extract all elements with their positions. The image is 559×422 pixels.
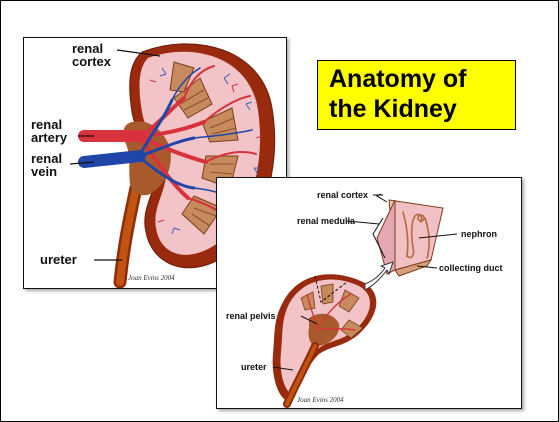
nephron-diagram-panel: renal cortex renal medulla nephron colle… bbox=[216, 177, 522, 409]
title-box: Anatomy of the Kidney bbox=[317, 60, 516, 130]
label-b-collecting-duct: collecting duct bbox=[439, 263, 503, 273]
label-renal-cortex: renal cortex bbox=[72, 42, 111, 68]
label-renal-artery: renal artery bbox=[31, 118, 67, 144]
label-renal-vein-line2: vein bbox=[31, 165, 62, 178]
label-b-nephron: nephron bbox=[461, 229, 497, 239]
label-renal-artery-line2: artery bbox=[31, 131, 67, 144]
title-line-1: Anatomy of bbox=[329, 64, 515, 94]
label-renal-cortex-line2: cortex bbox=[72, 55, 111, 68]
artist-signature: Joan Evins 2004 bbox=[128, 274, 175, 282]
nephron-illustration bbox=[217, 178, 521, 408]
label-renal-vein: renal vein bbox=[31, 152, 62, 178]
label-ureter: ureter bbox=[40, 253, 77, 266]
artist-signature-b: Joan Evins 2004 bbox=[297, 396, 344, 404]
label-b-renal-pelvis: renal pelvis bbox=[226, 311, 276, 321]
label-b-renal-medulla: renal medulla bbox=[297, 216, 355, 226]
label-b-renal-cortex: renal cortex bbox=[317, 190, 368, 200]
title-line-2: the Kidney bbox=[329, 94, 515, 124]
label-b-ureter: ureter bbox=[241, 362, 267, 372]
